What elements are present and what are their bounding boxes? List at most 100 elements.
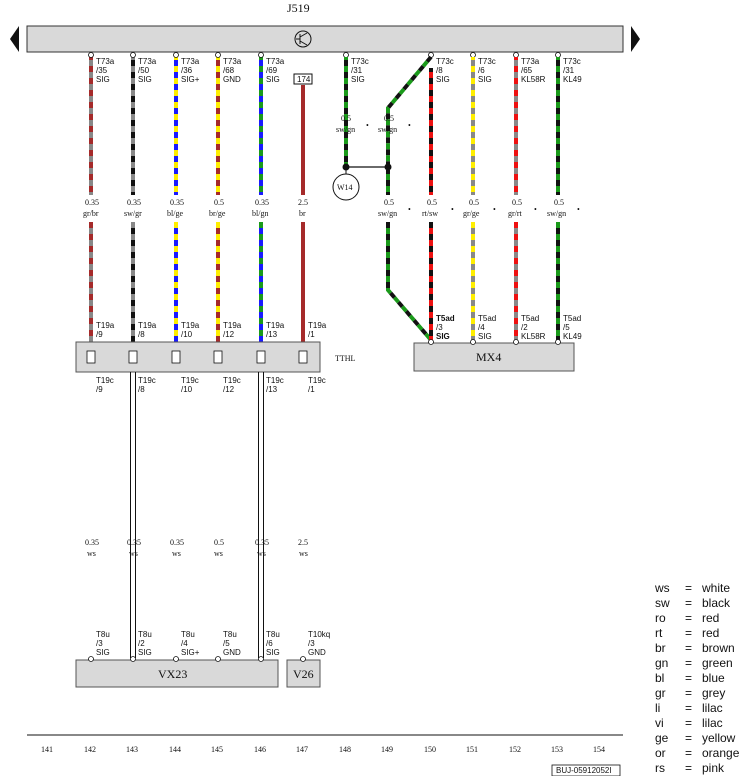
- pin-151-number: /6: [478, 66, 485, 75]
- wire-149-upper-black: [386, 55, 433, 165]
- t19c-146-number: /13: [266, 385, 278, 394]
- legend-eq: =: [685, 701, 692, 715]
- column-147: 147: [296, 745, 308, 754]
- legend-code: rt: [655, 626, 663, 640]
- t19a-142-number: /9: [96, 330, 103, 339]
- mx4-label: MX4: [476, 350, 501, 364]
- t5ad-151-connector: T5ad: [478, 314, 496, 323]
- wire-145-color: br/ge: [209, 209, 226, 218]
- legend-name: brown: [702, 641, 735, 655]
- wire-153-lower: [556, 222, 560, 340]
- top-pin-circles: [88, 52, 561, 58]
- wire-151-note: •: [493, 205, 496, 214]
- pin-152-signal: KL58R: [521, 75, 546, 84]
- wire-144-size: 0.35: [170, 198, 184, 207]
- transistor-icon: [294, 30, 312, 48]
- t5ad-151-number: /4: [478, 323, 485, 332]
- legend-code: gr: [655, 686, 666, 700]
- wire-147-lower: [301, 222, 305, 342]
- t19c-143-number: /8: [138, 385, 145, 394]
- bottom-pin-labels: T8u /3 SIG T8u /2 SIG T8u /4 SIG+ T8u /5…: [96, 630, 330, 657]
- wire-148: [344, 57, 348, 165]
- wire-143-color: sw/gr: [124, 209, 142, 218]
- tthl-connector-bar: [75, 341, 321, 373]
- wire-151-upper: [471, 57, 475, 195]
- low-147-size: 2.5: [298, 538, 308, 547]
- bottom-142-connector: T8u: [96, 630, 110, 639]
- wire-145-upper: [216, 55, 220, 195]
- pin-150-connector: T73c: [436, 57, 454, 66]
- legend-eq: =: [685, 731, 692, 745]
- column-144: 144: [169, 745, 181, 754]
- pin-146-number: /69: [266, 66, 278, 75]
- t19a-147-connector: T19a: [308, 321, 327, 330]
- pin-145-connector: T73a: [223, 57, 242, 66]
- wire-151-color: gr/ge: [463, 209, 480, 218]
- wire-146-size: 0.35: [255, 198, 269, 207]
- drawing-code-box: [551, 764, 621, 776]
- column-148: 148: [339, 745, 351, 754]
- legend-code: br: [655, 641, 666, 655]
- low-147-color: ws: [299, 549, 308, 558]
- v26-label: V26: [293, 667, 314, 681]
- legend-name: lilac: [702, 716, 723, 730]
- low-144-size: 0.35: [170, 538, 184, 547]
- legend-name: green: [702, 656, 733, 670]
- pin-150-number: /8: [436, 66, 443, 75]
- top-pins-right: T73c /31 SIG T73c /8 SIG T73c /6 SIG T73…: [351, 57, 582, 84]
- wire-146-color: bl/gn: [252, 209, 268, 218]
- legend-name: pink: [702, 761, 725, 775]
- legend-eq: =: [685, 626, 692, 640]
- wire-146-lower: [259, 222, 263, 342]
- bottom-147-signal: GND: [308, 648, 326, 657]
- wire-152-note: •: [534, 205, 537, 214]
- bottom-145-number: /5: [223, 639, 230, 648]
- column-141: 141: [41, 745, 53, 754]
- pin-142-number: /35: [96, 66, 108, 75]
- legend-eq: =: [685, 611, 692, 625]
- bottom-145-connector: T8u: [223, 630, 237, 639]
- pin-152-connector: T73a: [521, 57, 540, 66]
- wire-152-size: 0.5: [512, 198, 522, 207]
- t19c-147-connector: T19c: [308, 376, 326, 385]
- wire-152-upper: [514, 57, 518, 195]
- pin-152-number: /65: [521, 66, 533, 75]
- splice-node-left: [342, 163, 350, 171]
- t19c-143-connector: T19c: [138, 376, 156, 385]
- t19c-labels: T19c /9 T19c /8 T19c /10 T19c /12 T19c /…: [96, 376, 326, 394]
- legend-code: ws: [654, 581, 670, 595]
- legend-eq: =: [685, 656, 692, 670]
- control-unit-title: J519: [287, 1, 310, 15]
- t19a-142-connector: T19a: [96, 321, 115, 330]
- wire-142-color: gr/br: [83, 209, 99, 218]
- low-146-size: 0.35: [255, 538, 269, 547]
- bottom-144-signal: SIG+: [181, 648, 200, 657]
- legend-eq: =: [685, 671, 692, 685]
- low-142-color: ws: [87, 549, 96, 558]
- legend-name: orange: [702, 746, 740, 760]
- t19a-143-number: /8: [138, 330, 145, 339]
- column-151: 151: [466, 745, 478, 754]
- wire-142-upper: [89, 55, 93, 195]
- pin-153-connector: T73c: [563, 57, 581, 66]
- t5ad-150-connector: T5ad: [436, 314, 455, 323]
- legend-eq: =: [685, 716, 692, 730]
- column-142: 142: [84, 745, 96, 754]
- low-142-size: 0.35: [85, 538, 99, 547]
- white-wires: [130, 372, 264, 658]
- pin-148-connector: T73c: [351, 57, 369, 66]
- bottom-143-connector: T8u: [138, 630, 152, 639]
- pin-153-number: /31: [563, 66, 575, 75]
- t5ad-150-signal: SIG: [436, 332, 450, 341]
- tthl-pin-145: [213, 350, 223, 364]
- t19c-146-connector: T19c: [266, 376, 284, 385]
- color-legend: ws=white sw=black ro=red rt=red br=brown…: [654, 581, 740, 775]
- column-150: 150: [424, 745, 436, 754]
- pin-145-signal: GND: [223, 75, 241, 84]
- legend-name: blue: [702, 671, 725, 685]
- w14-label: W14: [337, 183, 353, 192]
- legend-name: lilac: [702, 701, 723, 715]
- column-149: 149: [381, 745, 393, 754]
- wire-150-note: •: [451, 205, 454, 214]
